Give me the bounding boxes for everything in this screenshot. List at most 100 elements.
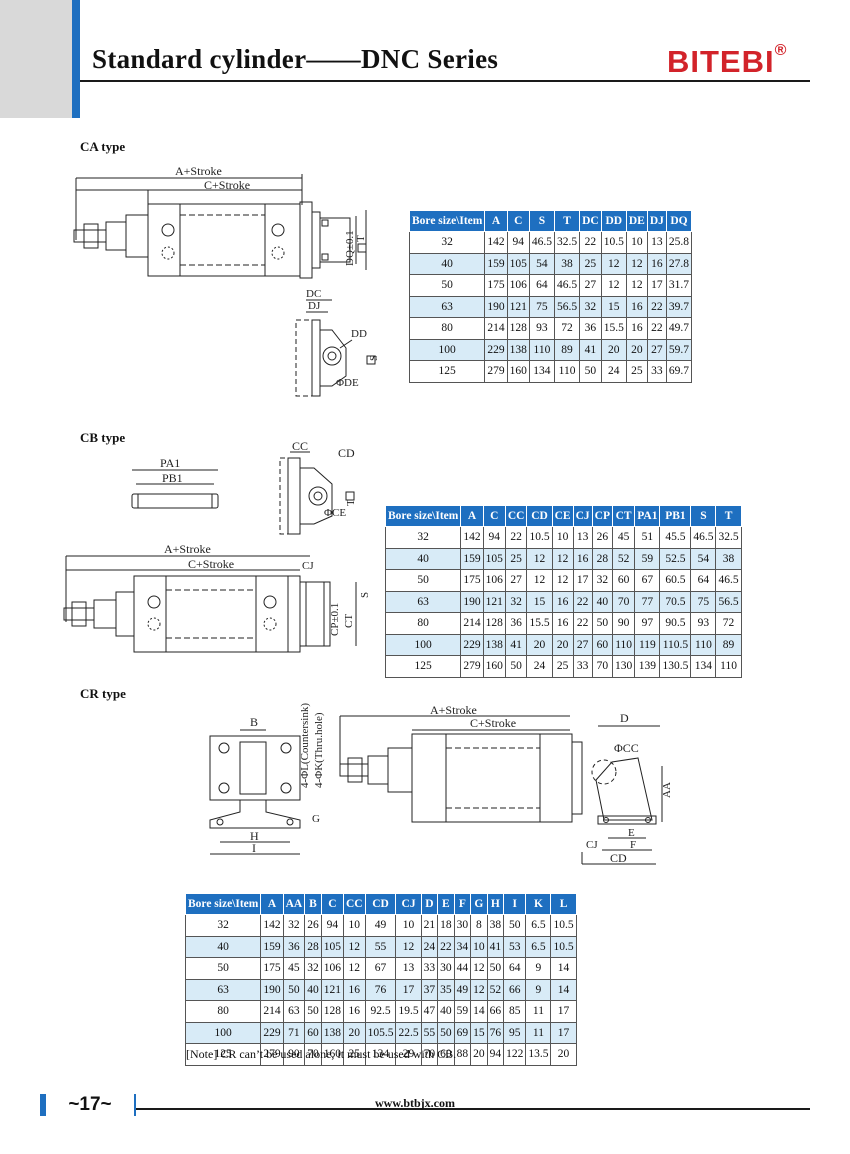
cr-label-b: B xyxy=(250,715,258,729)
ca-cell: 128 xyxy=(506,317,530,340)
cr-header-cell: H xyxy=(486,893,505,915)
cr-cell: 44 xyxy=(453,957,472,980)
page-number: ~17~ xyxy=(40,1094,136,1116)
cr-cell: 11 xyxy=(525,1021,552,1044)
ca-label-s: S xyxy=(368,355,380,361)
cr-cell: 159 xyxy=(260,935,284,958)
cr-cell: 15 xyxy=(470,1021,488,1044)
cr-header-cell: L xyxy=(550,893,577,915)
cb-header-cell: Bore size\Item xyxy=(384,505,462,527)
cr-header-cell: E xyxy=(437,893,455,915)
cb-cell: 26 xyxy=(591,526,614,549)
cb-cell: 46.5 xyxy=(715,569,742,592)
cr-cell: 20 xyxy=(470,1043,488,1066)
cb-cell: 15 xyxy=(526,590,553,613)
cr-cell: 47 xyxy=(420,1000,439,1023)
cr-cell: 50 xyxy=(282,978,306,1001)
ca-cell: 22 xyxy=(579,231,602,254)
cb-cell: 27 xyxy=(572,633,593,656)
cr-cell: 125 xyxy=(184,1043,262,1066)
cr-header-cell: K xyxy=(525,893,552,915)
ca-cell: 63 xyxy=(408,295,486,318)
cr-cell: 40 xyxy=(437,1000,455,1023)
cr-header-cell: I xyxy=(503,893,527,915)
ca-label-dq: DQ±0.1 xyxy=(344,230,356,266)
cr-cell: 121 xyxy=(320,978,344,1001)
cr-label-cd: CD xyxy=(610,851,627,865)
cb-cell: 20 xyxy=(526,633,553,656)
cr-cell: 35 xyxy=(437,978,455,1001)
ca-cell: 39.7 xyxy=(665,295,693,318)
cr-cell: 94 xyxy=(486,1043,505,1066)
ca-label-t: T xyxy=(355,235,367,242)
ca-header-cell: DD xyxy=(600,210,627,232)
cr-cell: 40 xyxy=(184,935,262,958)
cr-cell: 94 xyxy=(320,914,344,937)
cb-cell: 100 xyxy=(384,633,462,656)
cb-cell: 32 xyxy=(591,569,614,592)
cr-label-aa: AA xyxy=(661,782,673,798)
cb-cell: 46.5 xyxy=(690,526,717,549)
cr-cell: 142 xyxy=(260,914,284,937)
ca-header-cell: Bore size\Item xyxy=(408,210,486,232)
cb-cell: 41 xyxy=(504,633,528,656)
ca-cell: 64 xyxy=(528,274,555,297)
section-title-ca: CA type xyxy=(80,139,126,154)
cr-cell: 12 xyxy=(470,957,488,980)
ca-cell: 22 xyxy=(646,317,667,340)
cr-header-cell: F xyxy=(453,893,472,915)
cb-cell: 121 xyxy=(482,590,506,613)
cr-header-cell: A xyxy=(260,893,284,915)
cr-cell: 17 xyxy=(550,1000,577,1023)
cr-label-e: E xyxy=(628,827,635,839)
ca-cell: 24 xyxy=(600,360,627,383)
cb-cell: 20 xyxy=(551,633,574,656)
cr-cell: 105 xyxy=(320,935,344,958)
ca-cell: 138 xyxy=(506,338,530,361)
cr-cell: 50 xyxy=(503,914,527,937)
ca-cell: 10 xyxy=(625,231,648,254)
cb-header-cell: CP xyxy=(591,505,614,527)
cr-cell: 8 xyxy=(470,914,488,937)
cr-header-cell: C xyxy=(320,893,344,915)
cr-cell: 105.5 xyxy=(364,1021,397,1044)
cr-label-d: D xyxy=(620,711,629,725)
ca-cell: 27 xyxy=(646,338,667,361)
cb-header-cell: T xyxy=(715,505,742,527)
cb-cell: 106 xyxy=(482,569,506,592)
cr-cell: 122 xyxy=(503,1043,527,1066)
cb-cell: 50 xyxy=(384,569,462,592)
cr-cell: 30 xyxy=(437,957,455,980)
cr-header-cell: G xyxy=(470,893,488,915)
cr-cell: 63 xyxy=(184,978,262,1001)
cr-label-countersink: 4-ΦL(Countersink) xyxy=(299,703,311,788)
cr-cell: 85 xyxy=(503,1000,527,1023)
cb-cell: 10 xyxy=(551,526,574,549)
ca-cell: 69.7 xyxy=(665,360,693,383)
cr-cell: 92.5 xyxy=(364,1000,397,1023)
cb-cell: 13 xyxy=(572,526,593,549)
cb-cell: 50 xyxy=(504,655,528,678)
cb-cell: 229 xyxy=(460,633,484,656)
cb-cell: 160 xyxy=(482,655,506,678)
footer-rule xyxy=(40,1108,810,1110)
cr-cell: 10 xyxy=(395,914,422,937)
cb-cell: 159 xyxy=(460,547,484,570)
cb-cell: 110.5 xyxy=(659,633,692,656)
ca-cell: 32 xyxy=(579,295,602,318)
cr-cell: 24 xyxy=(420,935,439,958)
ca-cell: 100 xyxy=(408,338,486,361)
cb-label-cp: CP±0.1 xyxy=(329,603,341,636)
cb-header-cell: S xyxy=(690,505,717,527)
ca-cell: 94 xyxy=(506,231,530,254)
footer-url[interactable]: www.btbjx.com xyxy=(375,1096,455,1110)
cr-drawing: B 4-ΦL(Countersink) 4-ΦK(Thru.hole) G H … xyxy=(209,703,673,865)
